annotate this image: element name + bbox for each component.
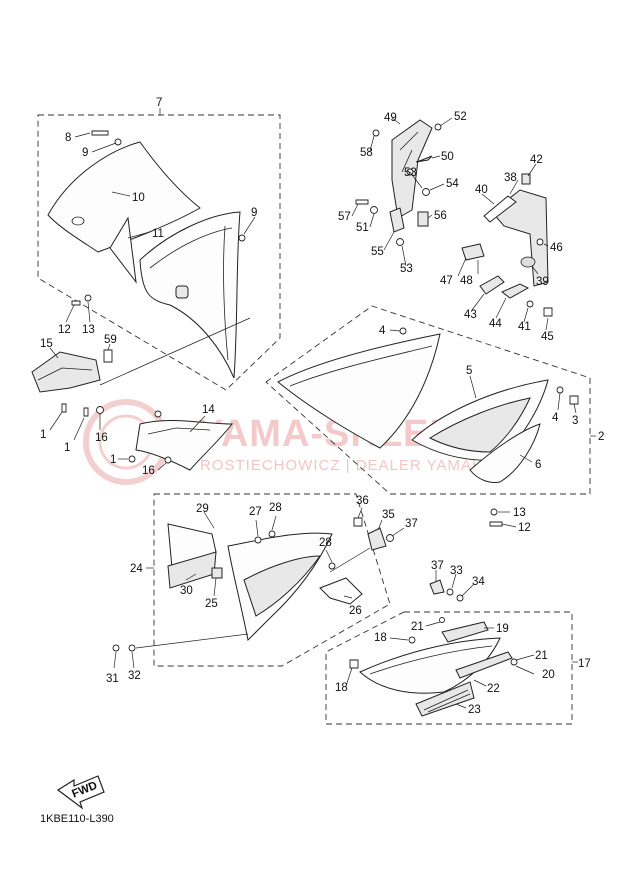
callout-22: 22 bbox=[487, 683, 500, 695]
callout-28: 28 bbox=[269, 502, 282, 514]
callout-53: 53 bbox=[400, 263, 413, 275]
callout-58: 58 bbox=[360, 147, 373, 159]
callout-43: 43 bbox=[464, 309, 477, 321]
callout-8: 8 bbox=[65, 132, 71, 144]
group-7-boundary bbox=[37, 114, 281, 391]
inner-panel-14 bbox=[135, 419, 234, 471]
callout-19: 19 bbox=[496, 623, 509, 635]
callout-21: 21 bbox=[535, 650, 548, 662]
callout-2: 2 bbox=[598, 431, 604, 443]
callout-11: 11 bbox=[152, 228, 164, 240]
callout-31: 31 bbox=[106, 673, 119, 685]
cover-26 bbox=[319, 577, 363, 605]
side-panel-6 bbox=[469, 423, 541, 483]
group-17-boundary bbox=[325, 611, 573, 725]
callout-6: 6 bbox=[535, 459, 541, 471]
callout-labels: 7 8 9 9 10 11 12 13 15 59 1 1 16 14 1 16… bbox=[40, 97, 604, 716]
callout-7: 7 bbox=[156, 97, 162, 109]
callout-18: 18 bbox=[335, 682, 348, 694]
watermark-sub: ROSTIECHOWICZ | DEALER YAMAHA bbox=[200, 457, 495, 474]
callout-12: 12 bbox=[58, 324, 71, 336]
callout-35: 35 bbox=[382, 509, 395, 521]
molding-19 bbox=[441, 621, 489, 643]
callout-15: 15 bbox=[40, 338, 53, 350]
callout-37: 37 bbox=[405, 518, 418, 530]
callout-10: 10 bbox=[132, 192, 145, 204]
callout-42: 42 bbox=[530, 154, 543, 166]
callout-1: 1 bbox=[40, 429, 46, 441]
callout-40: 40 bbox=[475, 184, 488, 196]
callout-5: 5 bbox=[466, 365, 472, 377]
stay-49 bbox=[391, 119, 433, 219]
callout-29: 29 bbox=[196, 503, 209, 515]
callout-37: 37 bbox=[431, 560, 444, 572]
callout-1: 1 bbox=[64, 442, 70, 454]
callout-13: 13 bbox=[82, 324, 95, 336]
callout-49: 49 bbox=[384, 112, 397, 124]
callout-55: 55 bbox=[371, 246, 384, 258]
windshield bbox=[47, 141, 201, 253]
callout-36: 36 bbox=[356, 495, 369, 507]
callout-47: 47 bbox=[440, 275, 453, 287]
callout-30: 30 bbox=[180, 585, 193, 597]
callout-38: 38 bbox=[504, 172, 517, 184]
callout-52: 52 bbox=[454, 111, 467, 123]
callout-39: 39 bbox=[536, 276, 549, 288]
callout-32: 32 bbox=[128, 670, 141, 682]
callout-48: 48 bbox=[460, 275, 473, 287]
callout-26: 26 bbox=[349, 605, 362, 617]
callout-46: 46 bbox=[550, 242, 563, 254]
callout-34: 34 bbox=[472, 576, 485, 588]
grill-23 bbox=[415, 681, 475, 717]
callout-13: 13 bbox=[513, 507, 526, 519]
side-cowling-outer bbox=[277, 333, 441, 449]
callout-41: 41 bbox=[518, 321, 531, 333]
bracket-43 bbox=[479, 275, 505, 295]
callout-3: 3 bbox=[572, 415, 578, 427]
callout-16: 16 bbox=[142, 465, 155, 477]
damper-50 bbox=[415, 155, 433, 163]
group-2-boundary bbox=[265, 305, 591, 495]
callout-18: 18 bbox=[374, 632, 387, 644]
callout-21: 21 bbox=[411, 621, 424, 633]
callout-23: 23 bbox=[468, 704, 481, 716]
callout-4: 4 bbox=[552, 412, 559, 424]
callout-4: 4 bbox=[379, 325, 386, 337]
diagram-code: 1KBE110-L390 bbox=[40, 813, 114, 825]
callout-51: 51 bbox=[356, 222, 369, 234]
callout-14: 14 bbox=[202, 404, 215, 416]
callout-12: 12 bbox=[518, 522, 531, 534]
callout-56: 56 bbox=[434, 210, 447, 222]
molding-20 bbox=[455, 651, 513, 679]
callout-27: 27 bbox=[249, 506, 262, 518]
meter-bracket bbox=[31, 351, 101, 393]
callout-25: 25 bbox=[205, 598, 218, 610]
callout-28: 28 bbox=[319, 537, 332, 549]
callout-45: 45 bbox=[541, 331, 554, 343]
callout-57: 57 bbox=[338, 211, 351, 223]
callout-50: 50 bbox=[441, 151, 454, 163]
callout-33: 33 bbox=[450, 565, 463, 577]
callout-9: 9 bbox=[82, 147, 88, 159]
callout-44: 44 bbox=[489, 318, 502, 330]
callout-16: 16 bbox=[95, 432, 108, 444]
callout-17: 17 bbox=[578, 658, 591, 670]
cowling-graphic bbox=[428, 397, 531, 453]
callout-59: 59 bbox=[104, 334, 117, 346]
callout-54: 54 bbox=[446, 178, 459, 190]
emblem-11 bbox=[109, 216, 137, 284]
fwd-arrow-icon: FWD bbox=[56, 775, 105, 810]
callout-1: 1 bbox=[110, 454, 116, 466]
callout-53: 53 bbox=[404, 167, 417, 179]
callout-9: 9 bbox=[251, 207, 257, 219]
callout-20: 20 bbox=[542, 669, 555, 681]
upper-cowl bbox=[139, 211, 241, 379]
callout-24: 24 bbox=[130, 563, 143, 575]
